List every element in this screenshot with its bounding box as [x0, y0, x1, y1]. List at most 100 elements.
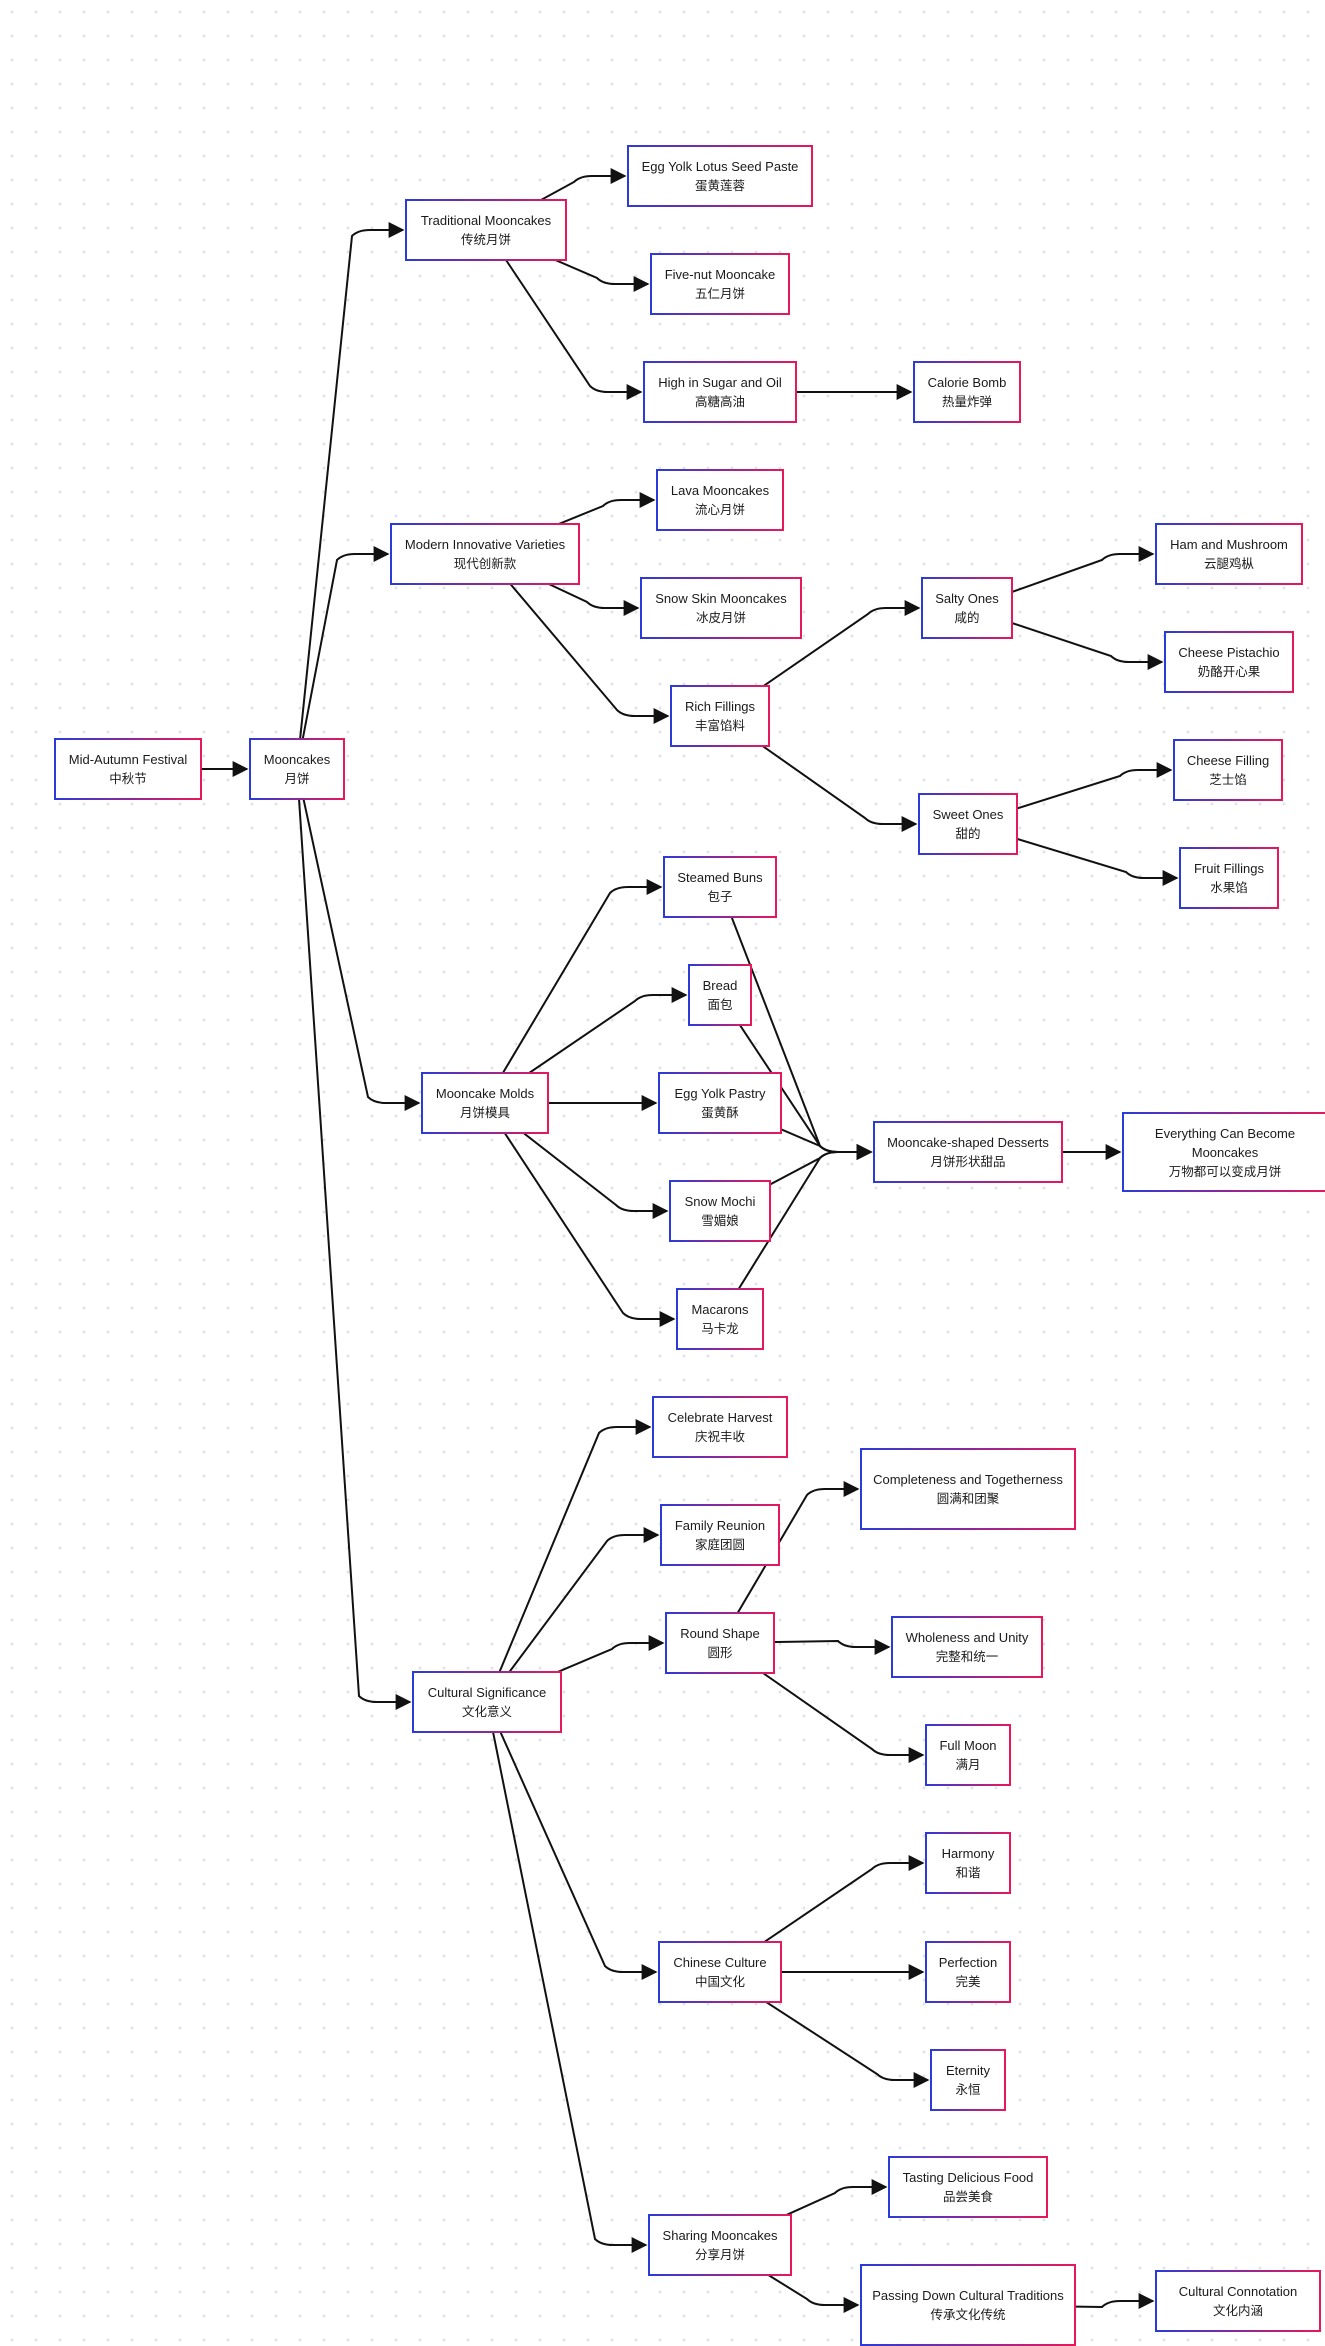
node-label-en: Snow Mochi — [684, 1194, 756, 1209]
node-label-cn: 月饼 — [284, 771, 310, 786]
node-salty[interactable]: Salty Ones 咸的 — [921, 577, 1013, 639]
node-five[interactable]: Five-nut Mooncake 五仁月饼 — [650, 253, 790, 315]
node-bread[interactable]: Bread 面包 — [688, 964, 752, 1026]
node-label-en: Snow Skin Mooncakes — [655, 591, 787, 606]
node-sharing[interactable]: Sharing Mooncakes 分享月饼 — [648, 2214, 792, 2276]
node-label-cn: 咸的 — [954, 610, 980, 625]
node-label-cn: 和谐 — [955, 1865, 981, 1880]
node-label-cn: 雪媚娘 — [701, 1213, 739, 1228]
node-label-en: Modern Innovative Varieties — [404, 537, 566, 552]
edge-salty-to-ham — [966, 546, 1155, 609]
node-trad[interactable]: Traditional Mooncakes 传统月饼 — [405, 199, 567, 261]
node-label-cn: 五仁月饼 — [694, 286, 745, 301]
node-mid[interactable]: Mid-Autumn Festival 中秋节 — [54, 738, 202, 800]
node-moon[interactable]: Mooncakes 月饼 — [249, 738, 345, 800]
edge-cultural-to-sharing — [486, 1701, 648, 2253]
node-label-en: Sharing Mooncakes — [662, 2228, 778, 2243]
edge-sweet-to-fruit — [967, 823, 1179, 886]
edge-rich-to-salty — [719, 600, 921, 717]
node-label-en: Five-nut Mooncake — [664, 267, 776, 282]
node-label-en: Full Moon — [939, 1738, 997, 1753]
node-egg[interactable]: Egg Yolk Lotus Seed Paste 蛋黄莲蓉 — [627, 145, 813, 207]
edge-molds-to-mochi — [484, 1102, 669, 1219]
node-label-cn: 分享月饼 — [694, 2247, 745, 2262]
node-label-cn: 中秋节 — [109, 771, 147, 786]
edge-rich-to-sweet — [719, 715, 918, 832]
node-label-en: Mooncakes — [263, 752, 331, 767]
node-everything[interactable]: Everything Can Become Mooncakes 万物都可以变成月饼 — [1122, 1112, 1325, 1192]
node-connotation[interactable]: Cultural Connotation 文化内涵 — [1155, 2270, 1321, 2332]
edge-round-to-complete — [719, 1481, 860, 1644]
node-label-en: Ham and Mushroom — [1170, 537, 1288, 552]
edge-trad-to-sugar — [485, 229, 643, 400]
node-label-cn: 文化内涵 — [1212, 2303, 1263, 2318]
node-label-cn: 永恒 — [955, 2082, 981, 2097]
edge-cultural-to-chinese — [486, 1701, 658, 1980]
node-label-en: High in Sugar and Oil — [658, 375, 782, 390]
node-label-cn: 圆满和团聚 — [936, 1491, 1000, 1506]
edge-sharing-to-tasting — [719, 2179, 888, 2246]
node-label-en: Bread — [702, 978, 738, 993]
node-label-cn: 传统月饼 — [460, 232, 511, 247]
node-label-en: Macarons — [691, 1302, 749, 1317]
node-label-en: Steamed Buns — [677, 870, 763, 885]
node-label-en: Sweet Ones — [932, 807, 1004, 822]
node-label-cn: 中国文化 — [694, 1974, 745, 1989]
node-label-en: Mooncake-shaped Desserts — [887, 1135, 1049, 1150]
node-label-en: Everything Can Become Mooncakes — [1154, 1125, 1296, 1160]
edge-round-to-whole — [719, 1639, 891, 1655]
edge-moon-to-modern — [296, 546, 390, 770]
node-mochi[interactable]: Snow Mochi 雪媚娘 — [669, 1180, 771, 1242]
node-label-en: Cultural Connotation — [1178, 2284, 1298, 2299]
node-label-cn: 现代创新款 — [453, 556, 517, 571]
node-label-en: Celebrate Harvest — [667, 1410, 773, 1425]
node-desserts[interactable]: Mooncake-shaped Desserts 月饼形状甜品 — [873, 1121, 1063, 1183]
node-label-en: Cheese Filling — [1186, 753, 1270, 768]
node-label-cn: 月饼形状甜品 — [930, 1154, 1006, 1169]
node-label-cn: 完美 — [955, 1974, 981, 1989]
node-label-cn: 面包 — [707, 997, 733, 1012]
node-label-cn: 水果馅 — [1210, 880, 1248, 895]
node-label-cn: 品尝美食 — [942, 2189, 993, 2204]
edge-passing-to-connotation — [967, 2293, 1155, 2309]
edge-salty-to-cheesep — [966, 607, 1164, 670]
edge-molds-to-bread — [484, 987, 688, 1104]
node-label-cn: 万物都可以变成月饼 — [1168, 1163, 1282, 1179]
node-label-en: Rich Fillings — [684, 699, 756, 714]
node-modern[interactable]: Modern Innovative Varieties 现代创新款 — [390, 523, 580, 585]
node-label-en: Egg Yolk Lotus Seed Paste — [641, 159, 799, 174]
node-label-en: Mid-Autumn Festival — [68, 752, 188, 767]
node-label-cn: 蛋黄莲蓉 — [694, 178, 745, 193]
node-label-en: Traditional Mooncakes — [420, 213, 552, 228]
edge-moon-to-molds — [296, 768, 421, 1111]
node-label-en: Salty Ones — [935, 591, 999, 606]
